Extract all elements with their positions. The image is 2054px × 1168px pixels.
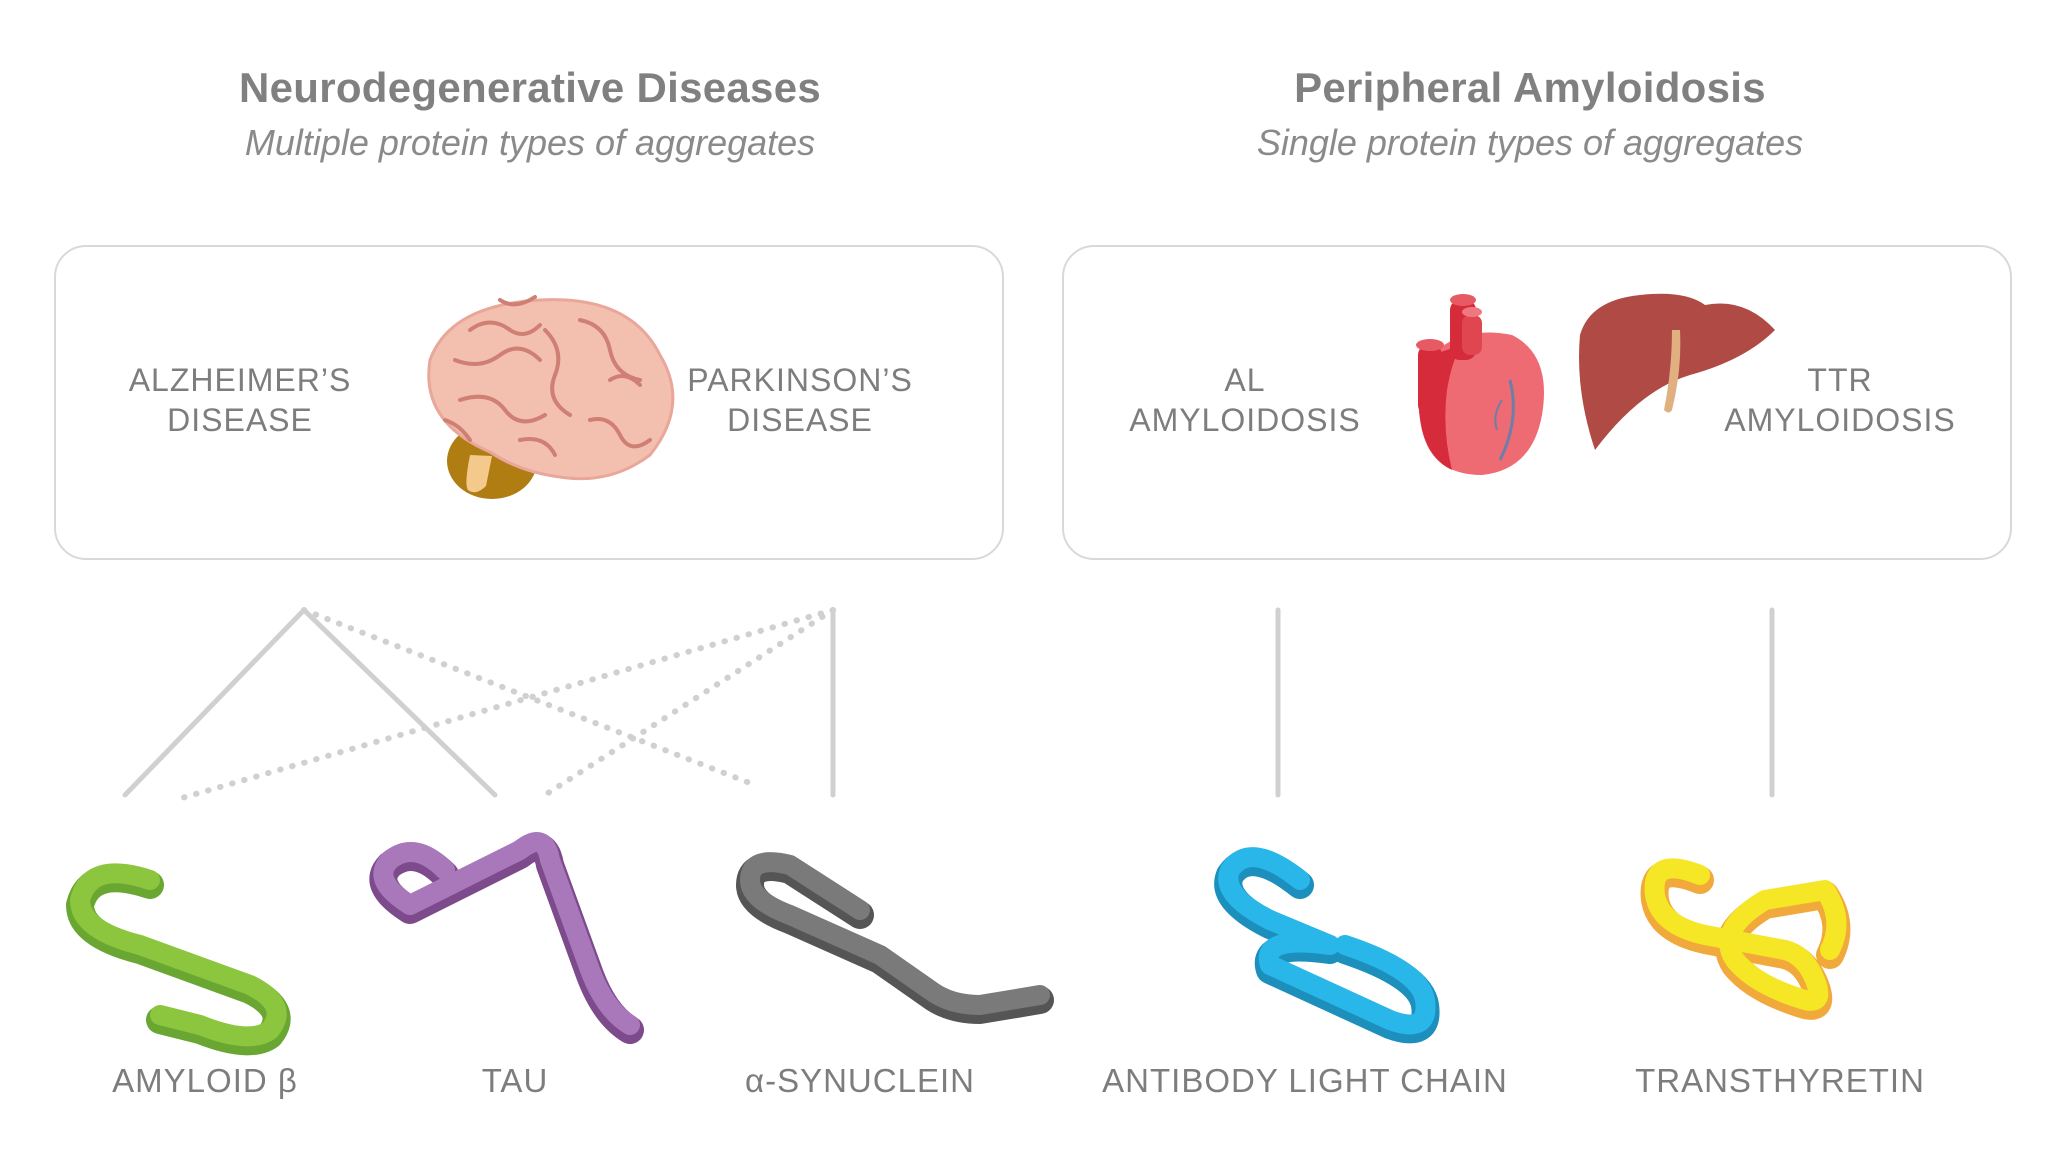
protein-label-tau: TAU <box>481 1062 549 1099</box>
alpha-synuclein-shape <box>736 852 1054 1024</box>
disease-line: DISEASE <box>727 402 873 438</box>
disease-line: AMYLOIDOSIS <box>1724 402 1956 438</box>
disease-line: PARKINSON’S <box>687 362 913 398</box>
protein-label-amyloid-beta: AMYLOID β <box>112 1062 298 1099</box>
tau-shape <box>369 832 644 1044</box>
section-title: Neurodegenerative Diseases <box>238 64 822 111</box>
disease-alzheimers: ALZHEIMER’S DISEASE <box>90 360 390 440</box>
disease-parkinsons: PARKINSON’S DISEASE <box>650 360 950 440</box>
protein-label-antibody-light-chain: ANTIBODY LIGHT CHAIN <box>1102 1062 1508 1099</box>
peripheral-heading: Peripheral Amyloidosis Single protein ty… <box>1060 64 2000 164</box>
disease-line: ALZHEIMER’S <box>128 362 352 398</box>
disease-line: TTR <box>1807 362 1873 398</box>
brain-icon <box>427 295 675 499</box>
section-subtitle: Single protein types of aggregates <box>1256 122 1804 163</box>
connector-solid <box>122 607 307 798</box>
connector-lines <box>122 607 1775 798</box>
disease-line: AL <box>1224 362 1266 398</box>
heart-icon <box>1416 294 1544 475</box>
connector-dotted-lines <box>172 607 836 803</box>
connector-dotted <box>301 607 758 788</box>
section-title: Peripheral Amyloidosis <box>1294 64 1766 111</box>
connector-solid <box>301 607 498 798</box>
disease-ttr-amyloidosis: TTR AMYLOIDOSIS <box>1690 360 1990 440</box>
neurodegenerative-heading: Neurodegenerative Diseases Multiple prot… <box>60 64 1000 164</box>
antibody-light-chain-shape <box>1214 847 1440 1044</box>
liver-icon <box>1579 293 1775 450</box>
connector-dotted <box>542 607 836 798</box>
protein-label-alpha-synuclein: α-SYNUCLEIN <box>745 1062 975 1099</box>
protein-label-transthyretin: TRANSTHYRETIN <box>1635 1062 1925 1099</box>
transthyretin-shape <box>1640 858 1851 1020</box>
disease-line: DISEASE <box>167 402 313 438</box>
connector-dotted <box>172 607 836 803</box>
disease-al-amyloidosis: AL AMYLOIDOSIS <box>1095 360 1395 440</box>
disease-line: AMYLOIDOSIS <box>1129 402 1361 438</box>
section-subtitle: Multiple protein types of aggregates <box>244 122 816 163</box>
amyloid-beta-shape <box>66 863 291 1056</box>
